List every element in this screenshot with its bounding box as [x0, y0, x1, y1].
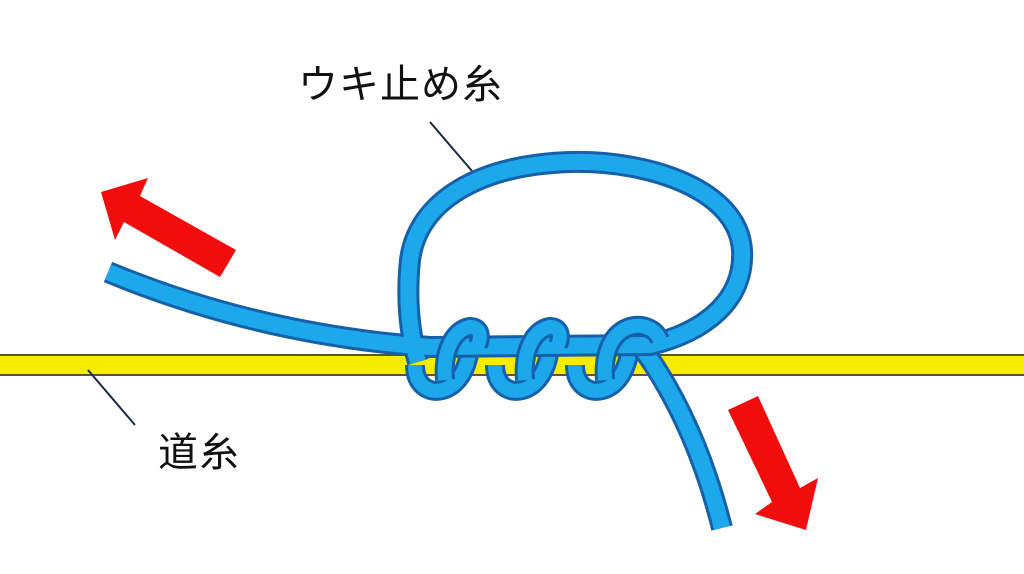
stopper-line-tail-right — [631, 338, 733, 531]
arrow-lower-right-icon — [728, 396, 818, 530]
main-line-label: 道糸 — [158, 430, 240, 476]
main-leader-line — [87, 369, 136, 426]
stopper-line-loop — [103, 150, 754, 366]
coil-front — [434, 315, 670, 381]
stopper-line-label: ウキ止め糸 — [298, 62, 503, 108]
main-line — [0, 354, 1024, 376]
stopper-leader-line — [429, 121, 479, 179]
coil-back — [405, 339, 640, 401]
arrow-upper-left-icon — [101, 178, 236, 277]
